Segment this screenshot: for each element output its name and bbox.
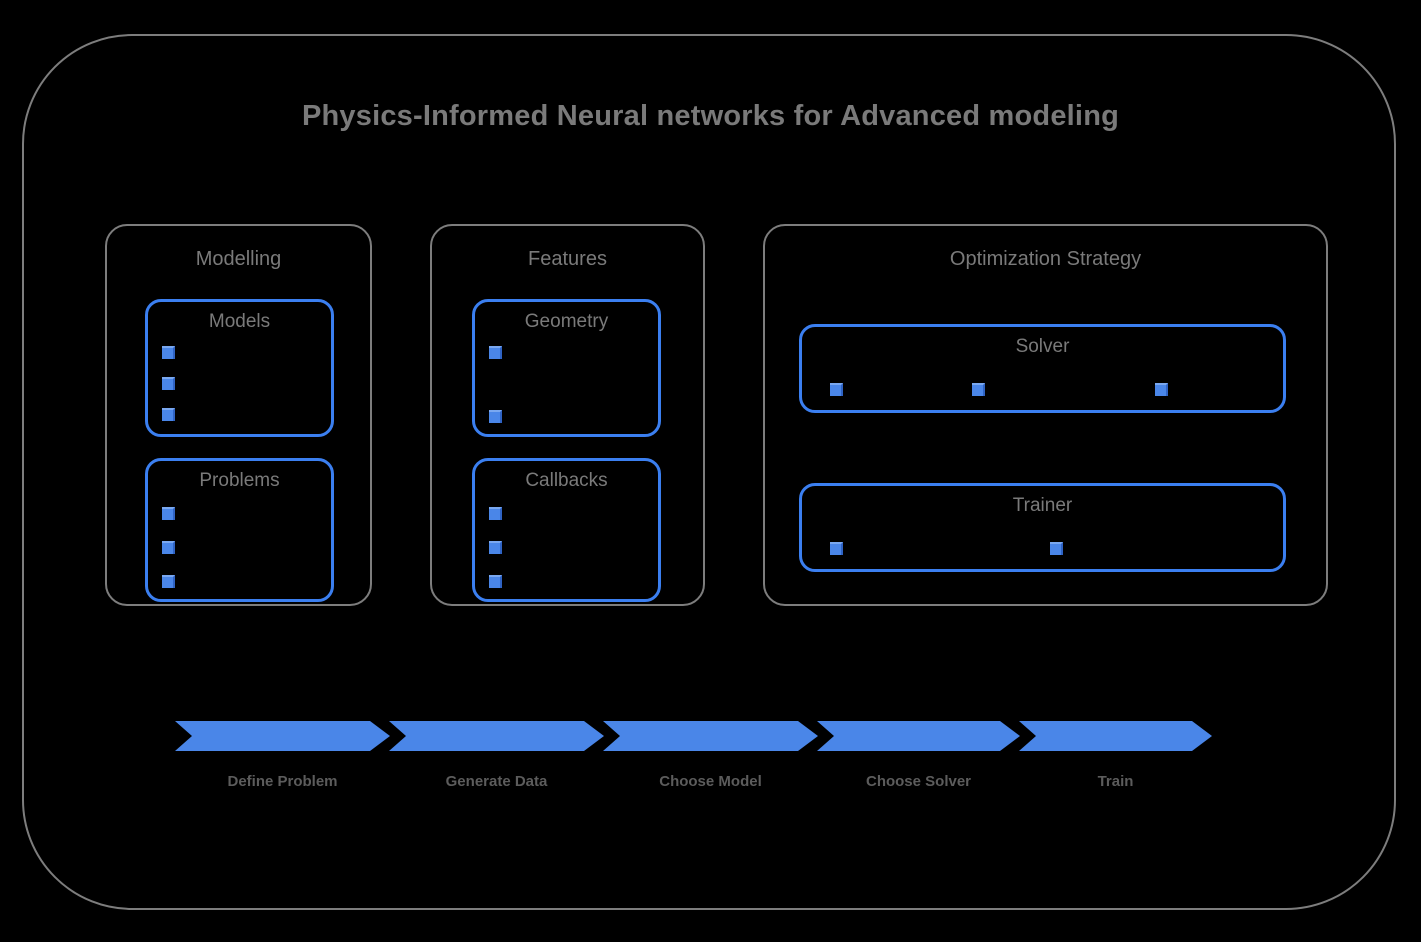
- list-item-marker: [830, 542, 843, 555]
- list-item-marker: [830, 383, 843, 396]
- list-item-marker: [162, 541, 175, 554]
- list-item-marker: [489, 410, 502, 423]
- list-item-marker: [162, 377, 175, 390]
- box-title-problems: Problems: [199, 470, 280, 491]
- group-title-optimization-strategy: Optimization Strategy: [949, 248, 1142, 270]
- box-callbacks[interactable]: Callbacks: [472, 458, 661, 602]
- list-item-marker: [1155, 383, 1168, 396]
- pipeline-label-train: Train: [1097, 773, 1134, 790]
- box-title-trainer: Trainer: [1012, 495, 1073, 516]
- box-geometry[interactable]: Geometry: [472, 299, 661, 437]
- list-item-marker: [972, 383, 985, 396]
- box-problems[interactable]: Problems: [145, 458, 334, 602]
- list-item-marker: [162, 507, 175, 520]
- group-optimization-strategy: Optimization Strategy: [763, 224, 1328, 606]
- group-title-features: Features: [528, 248, 607, 270]
- group-modelling: Modelling: [105, 224, 372, 606]
- box-solver[interactable]: Solver: [799, 324, 1286, 413]
- pipeline-label-choose-solver: Choose Solver: [865, 773, 972, 790]
- list-item-marker: [1050, 542, 1063, 555]
- box-trainer[interactable]: Trainer: [799, 483, 1286, 572]
- pipeline-label-choose-model: Choose Model: [659, 773, 762, 790]
- box-title-solver: Solver: [1015, 336, 1070, 357]
- list-item-marker: [162, 346, 175, 359]
- list-item-marker: [162, 575, 175, 588]
- pipeline-label-define-problem: Define Problem: [227, 773, 338, 790]
- box-title-models: Models: [208, 311, 271, 332]
- group-features: Features: [430, 224, 705, 606]
- box-models[interactable]: Models: [145, 299, 334, 437]
- list-item-marker: [489, 541, 502, 554]
- group-title-modelling: Modelling: [195, 248, 282, 270]
- list-item-marker: [489, 346, 502, 359]
- page-title: Physics-Informed Neural networks for Adv…: [301, 100, 1120, 132]
- box-title-callbacks: Callbacks: [525, 470, 608, 491]
- list-item-marker: [162, 408, 175, 421]
- list-item-marker: [489, 507, 502, 520]
- list-item-marker: [489, 575, 502, 588]
- pipeline-label-generate-data: Generate Data: [445, 773, 548, 790]
- box-title-geometry: Geometry: [524, 311, 609, 332]
- outer-frame: [22, 34, 1396, 910]
